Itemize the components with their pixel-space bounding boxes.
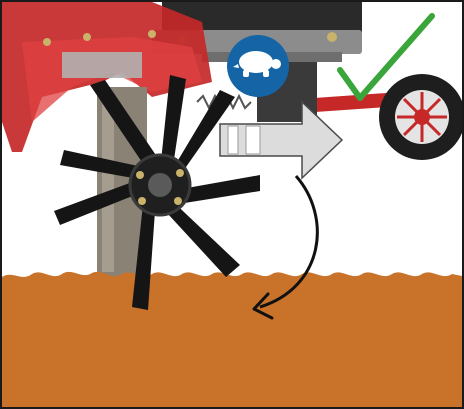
soil-ground: [2, 272, 462, 407]
turtle-icon: [227, 35, 289, 97]
